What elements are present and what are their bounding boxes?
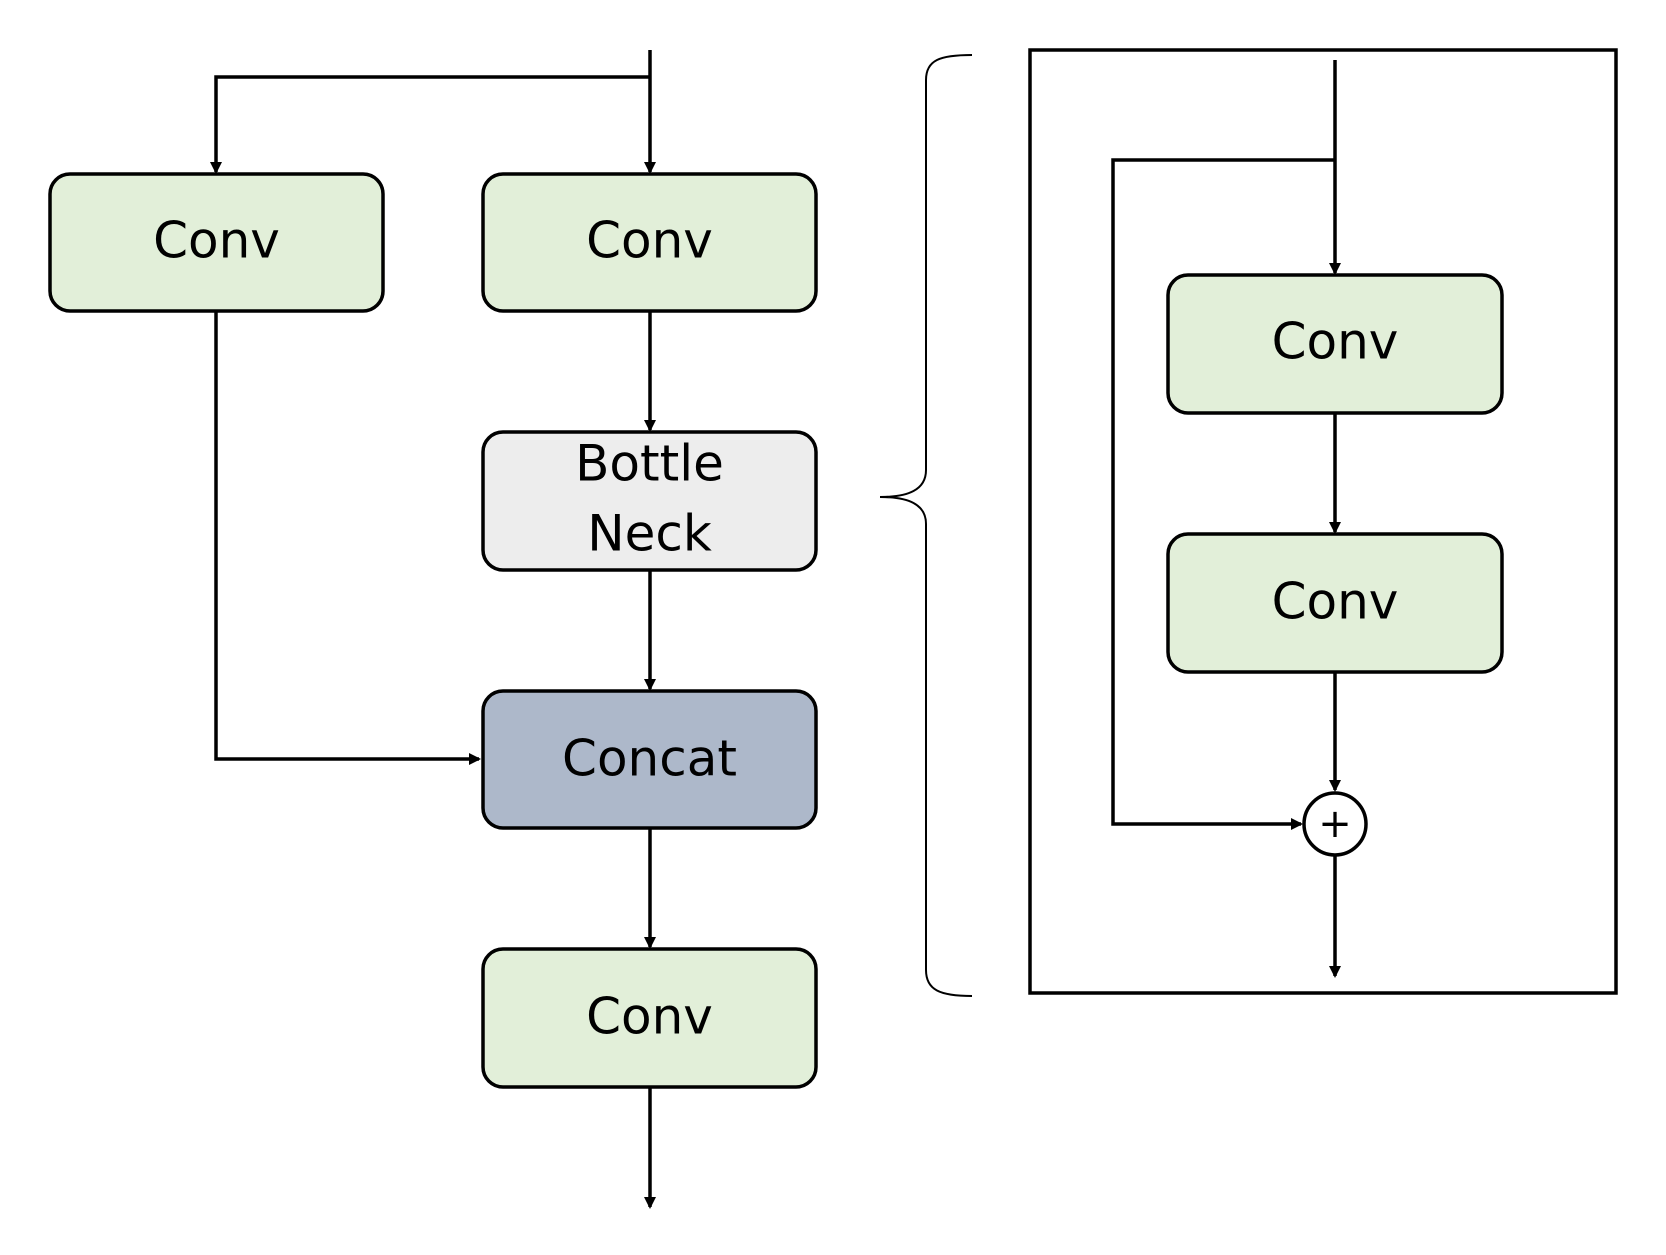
conv-main-label: Conv: [586, 212, 713, 270]
concat-block: Concat: [481, 689, 818, 830]
conv-block-shortcut: Conv: [48, 172, 385, 313]
bottleneck-detail-frame: [1028, 48, 1618, 995]
detail-conv-block-1: Conv: [1166, 273, 1504, 415]
add-node-symbol: +: [1318, 801, 1352, 847]
concat-label: Concat: [562, 730, 737, 788]
conv-output-label: Conv: [586, 988, 713, 1046]
conv-shortcut-box: [48, 172, 385, 313]
edge-shortcut-to-concat: [214, 311, 481, 765]
detail-residual-edge: [1111, 158, 1335, 830]
bottleneck-box: [481, 430, 818, 572]
detail-conv2-box: [1166, 532, 1504, 674]
bottleneck-label-line1: Bottle: [575, 435, 724, 493]
conv-shortcut-label: Conv: [153, 212, 280, 270]
detail-conv1-label: Conv: [1272, 313, 1399, 371]
bottleneck-block: Bottle Neck: [481, 430, 818, 572]
conv-block-output: Conv: [481, 947, 818, 1089]
detail-conv2-label: Conv: [1272, 573, 1399, 631]
concat-box: [481, 689, 818, 830]
split-edge-to-shortcut-conv: [210, 75, 650, 174]
csp-block: Conv Conv Bottle Neck Concat Conv: [48, 50, 818, 1209]
detail-conv1-box: [1166, 273, 1504, 415]
detail-conv-block-2: Conv: [1166, 532, 1504, 674]
expansion-brace: [879, 54, 973, 997]
bottleneck-label-line2: Neck: [587, 505, 712, 563]
bottleneck-detail: Conv Conv +: [1028, 48, 1618, 995]
add-node-circle: [1302, 791, 1368, 857]
conv-main-box: [481, 172, 818, 313]
conv-output-box: [481, 947, 818, 1089]
conv-block-main: Conv: [481, 172, 818, 313]
add-node: +: [1302, 791, 1368, 857]
